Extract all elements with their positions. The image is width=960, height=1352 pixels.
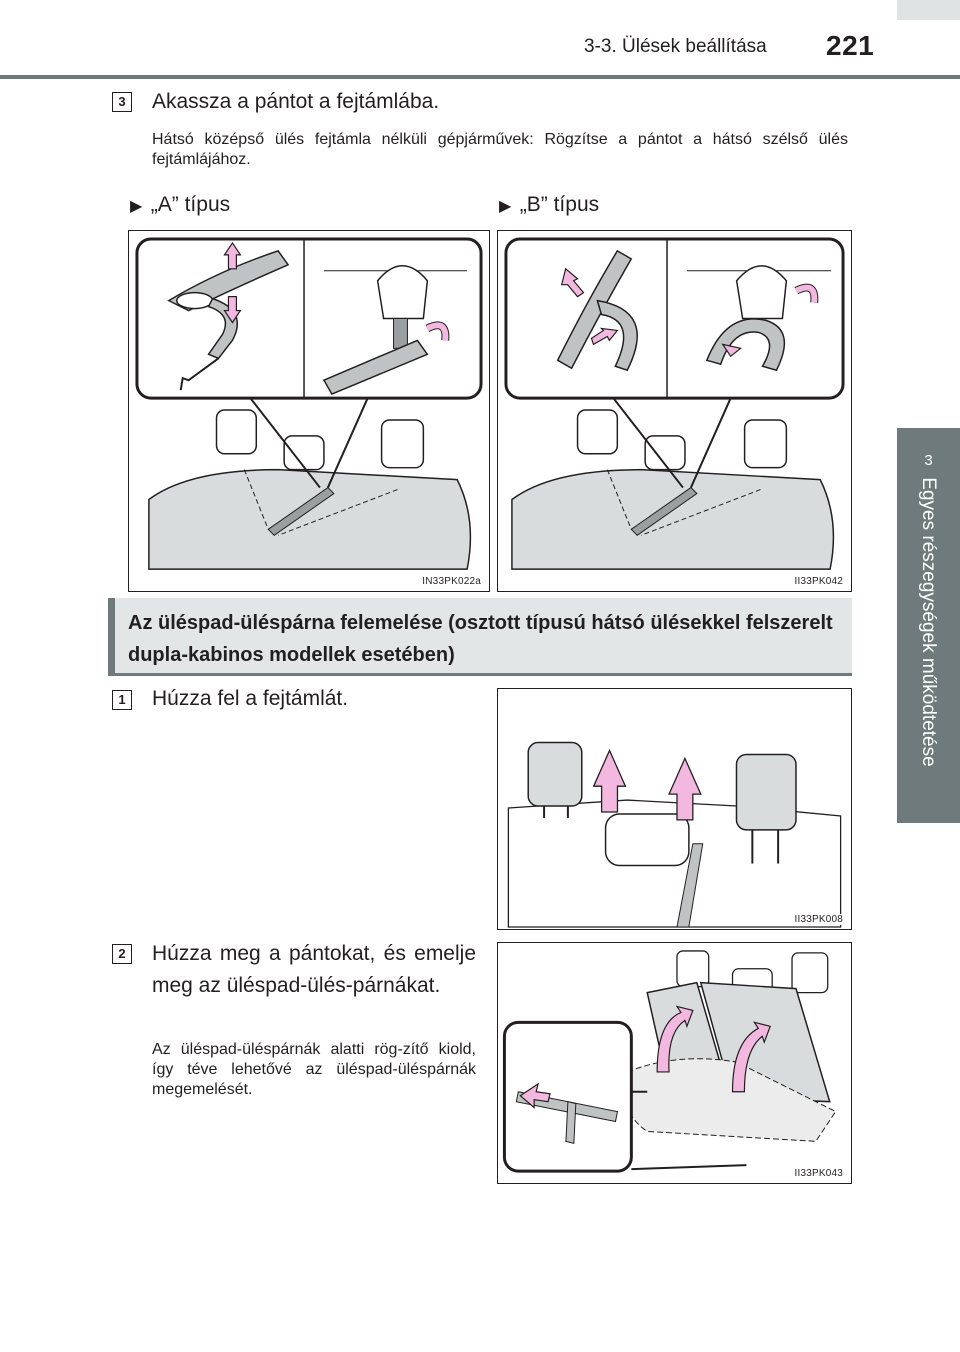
figure-code-b: II33PK042 [792, 576, 845, 587]
step-3-note: Hátsó középső ülés fejtámla nélküli gépj… [152, 131, 848, 168]
triangle-bullet-icon: ▶ [130, 198, 143, 215]
header-rule [0, 75, 960, 79]
type-a-heading: ▶ „A” típus [130, 190, 230, 220]
section-heading-band [108, 598, 852, 676]
step-number-2: 2 [112, 944, 132, 964]
section-title: 3-3. Ülések beállítása [584, 36, 767, 57]
section-heading: Az üléspad-üléspárna felemelése (osztott… [128, 612, 833, 666]
side-tab-top [897, 0, 960, 20]
figure-type-b: II33PK042 [497, 230, 852, 592]
seat-cushion-lift-illustration [502, 950, 837, 1173]
step-number-3: 3 [112, 92, 132, 112]
step-2-note: Az üléspad-üléspárnák alatti rög-zítő ki… [152, 1041, 476, 1098]
figure-type-a: IN33PK022a [128, 230, 490, 592]
triangle-bullet-icon: ▶ [499, 198, 512, 215]
figure-code-2: II33PK043 [792, 1168, 845, 1179]
type-b-label: „B” típus [519, 193, 600, 216]
type-b-heading: ▶ „B” típus [499, 190, 599, 220]
figure-code-a: IN33PK022a [420, 576, 483, 587]
figure-step-2: II33PK043 [497, 942, 852, 1184]
figure-code-1: II33PK008 [792, 914, 845, 925]
headrest-raise-illustration [507, 741, 842, 928]
chapter-label: Egyes részegységek működtetése [918, 477, 939, 767]
step-number-1: 1 [112, 690, 132, 710]
type-a-label: „A” típus [150, 193, 231, 216]
seat-strap-illustration-b [504, 237, 845, 570]
chapter-tab [897, 428, 960, 823]
chapter-number: 3 [924, 452, 933, 469]
page-number: 221 [826, 30, 875, 61]
step-1-title: Húzza fel a fejtámlát. [152, 687, 349, 710]
seat-strap-illustration-a [135, 237, 483, 570]
step-3-title: Akassza a pántot a fejtámlába. [152, 90, 440, 113]
step-2-title: Húzza meg a pántokat, és emelje meg az ü… [152, 942, 476, 997]
figure-step-1: II33PK008 [497, 688, 852, 930]
